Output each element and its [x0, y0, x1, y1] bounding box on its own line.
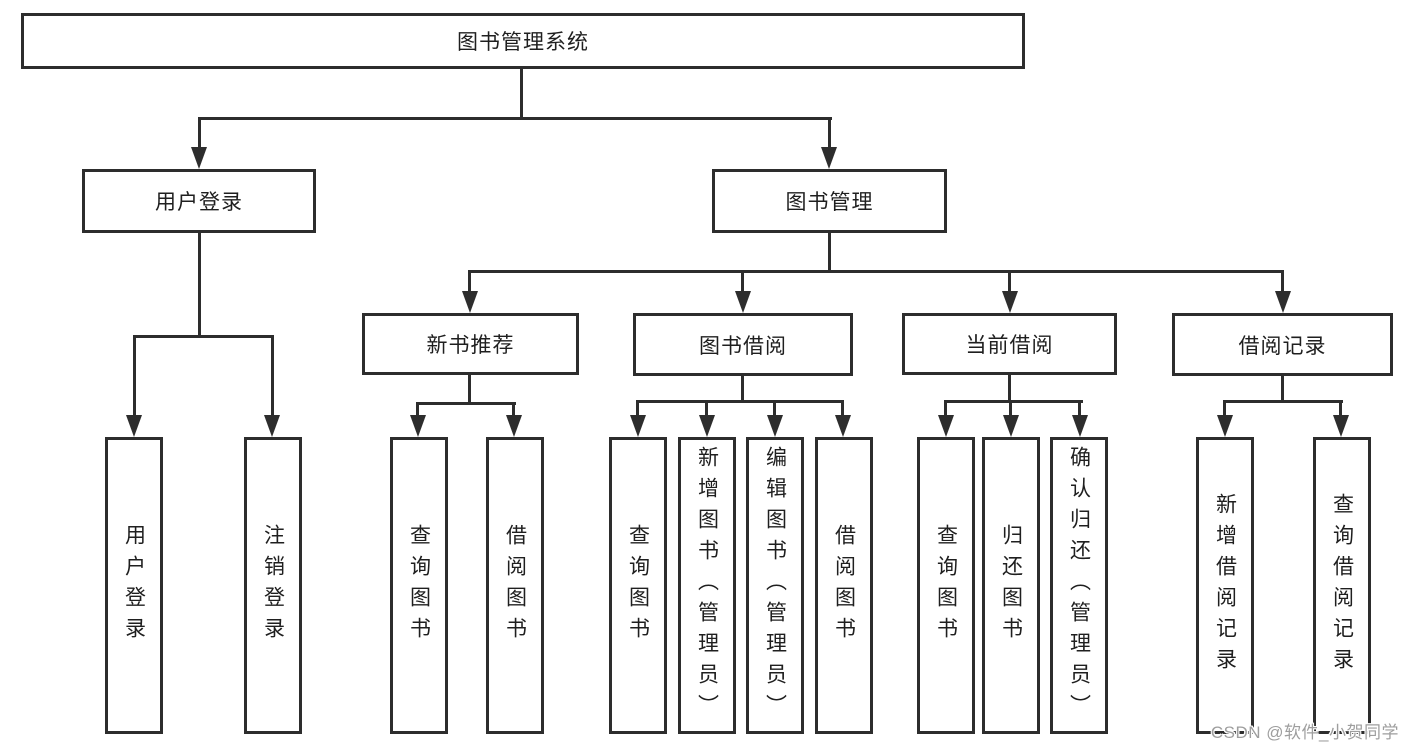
node-new-book-recommendation: 新书推荐 [362, 313, 579, 375]
leaf-add-borrow-record: 新增借阅记录 [1196, 437, 1254, 734]
leaf-add-books-admin: 新增图书（管理员） [678, 437, 736, 734]
arrow-down-icon [462, 291, 478, 313]
connector-line [705, 400, 708, 416]
csdn-watermark: CSDN @软件_小贺同学 [1210, 723, 1399, 742]
arrow-down-icon [1333, 415, 1349, 437]
arrow-down-icon [1072, 415, 1088, 437]
leaf-user-login-label: 用户登录 [122, 523, 146, 648]
arrow-down-icon [1217, 415, 1233, 437]
arrow-down-icon [735, 291, 751, 313]
connector-line [741, 270, 744, 292]
connector-line [133, 335, 136, 416]
connector-line [1008, 375, 1011, 402]
leaf-logout: 注销登录 [244, 437, 302, 734]
node-library-management-system: 图书管理系统 [21, 13, 1025, 69]
arrow-down-icon [1275, 291, 1291, 313]
node-new-book-recommendation-label: 新书推荐 [426, 334, 515, 357]
node-user-login: 用户登录 [82, 169, 316, 233]
arrow-down-icon [264, 415, 280, 437]
connector-line [944, 400, 947, 416]
connector-line [828, 233, 831, 273]
arrow-down-icon [191, 147, 207, 169]
connector-line [468, 375, 471, 405]
connector-line [1223, 400, 1343, 403]
leaf-query-books-current-label: 查询图书 [934, 523, 958, 648]
connector-line [636, 400, 844, 403]
leaf-logout-label: 注销登录 [261, 523, 285, 648]
connector-line [1009, 400, 1012, 416]
leaf-borrow-books-recommend-label: 借阅图书 [503, 523, 527, 648]
arrow-down-icon [699, 415, 715, 437]
node-borrowing-records-label: 借阅记录 [1238, 334, 1327, 358]
leaf-query-books-current: 查询图书 [917, 437, 975, 734]
connector-line [198, 117, 832, 120]
leaf-add-borrow-record-label: 新增借阅记录 [1213, 492, 1237, 679]
connector-line [1008, 270, 1011, 292]
leaf-confirm-return-admin: 确认归还（管理员） [1050, 437, 1108, 734]
arrow-down-icon [630, 415, 646, 437]
node-book-borrowing: 图书借阅 [633, 313, 853, 376]
arrow-down-icon [938, 415, 954, 437]
arrow-down-icon [410, 415, 426, 437]
leaf-query-books-borrowing: 查询图书 [609, 437, 667, 734]
node-borrowing-records: 借阅记录 [1172, 313, 1393, 376]
connector-line [416, 402, 419, 416]
node-book-management-label: 图书管理 [785, 191, 874, 214]
connector-line [828, 117, 831, 148]
leaf-return-books: 归还图书 [982, 437, 1040, 734]
arrow-down-icon [767, 415, 783, 437]
leaf-add-books-admin-label: 新增图书（管理员） [695, 446, 719, 725]
node-book-management: 图书管理 [712, 169, 947, 233]
connector-line [271, 335, 274, 416]
leaf-query-borrow-record-label: 查询借阅记录 [1330, 492, 1354, 679]
arrow-down-icon [1003, 415, 1019, 437]
leaf-borrow-books-label: 借阅图书 [832, 523, 856, 648]
leaf-query-borrow-record: 查询借阅记录 [1313, 437, 1371, 734]
connector-line [468, 270, 471, 292]
leaf-confirm-return-admin-label: 确认归还（管理员） [1067, 446, 1091, 725]
leaf-query-books-borrowing-label: 查询图书 [626, 523, 650, 648]
connector-line [1281, 270, 1284, 292]
connector-line [1281, 376, 1284, 402]
leaf-return-books-label: 归还图书 [999, 523, 1023, 648]
connector-line [133, 335, 274, 338]
node-current-borrowing: 当前借阅 [902, 313, 1117, 375]
connector-line [1078, 400, 1081, 416]
arrow-down-icon [821, 147, 837, 169]
connector-line [520, 69, 523, 118]
connector-line [944, 400, 1083, 403]
connector-line [741, 376, 744, 402]
connector-line [468, 270, 1284, 273]
leaf-edit-books-admin-label: 编辑图书（管理员） [763, 446, 787, 725]
leaf-query-books-recommend: 查询图书 [390, 437, 448, 734]
node-book-borrowing-label: 图书借阅 [699, 334, 787, 358]
connector-line [1339, 400, 1342, 416]
arrow-down-icon [1002, 291, 1018, 313]
arrow-down-icon [126, 415, 142, 437]
connector-line [1223, 400, 1226, 416]
node-library-management-system-label: 图书管理系统 [457, 31, 589, 54]
node-user-login-label: 用户登录 [155, 191, 243, 214]
connector-line [512, 402, 515, 416]
connector-line [841, 400, 844, 416]
connector-line [416, 402, 516, 405]
arrow-down-icon [506, 415, 522, 437]
leaf-borrow-books-recommend: 借阅图书 [486, 437, 544, 734]
connector-line [773, 400, 776, 416]
node-current-borrowing-label: 当前借阅 [965, 334, 1054, 357]
connector-line [636, 400, 639, 416]
arrow-down-icon [835, 415, 851, 437]
connector-line [198, 233, 201, 337]
connector-line [198, 117, 201, 148]
leaf-edit-books-admin: 编辑图书（管理员） [746, 437, 804, 734]
leaf-borrow-books: 借阅图书 [815, 437, 873, 734]
leaf-user-login: 用户登录 [105, 437, 163, 734]
leaf-query-books-recommend-label: 查询图书 [407, 523, 431, 648]
